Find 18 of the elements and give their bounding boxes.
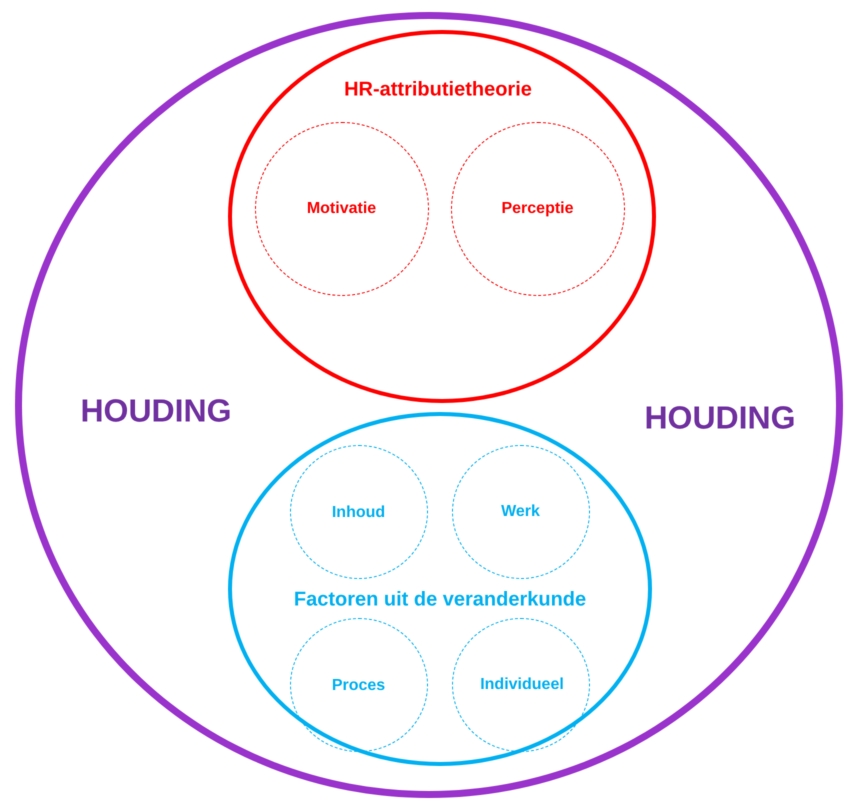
dashed-circle	[452, 618, 590, 752]
dashed-circle	[452, 445, 590, 579]
label: Inhoud	[332, 504, 386, 522]
label: HR-attributietheorie	[344, 78, 532, 102]
label: Proces	[332, 676, 386, 694]
dashed-circle	[290, 445, 428, 579]
label: HOUDING	[644, 400, 796, 436]
label: Motivatie	[306, 200, 376, 218]
label: Individueel	[480, 676, 564, 694]
dashed-circle	[451, 122, 625, 296]
label: Perceptie	[501, 200, 574, 218]
label: Factoren uit de veranderkunde	[294, 588, 586, 612]
outer-ellipse	[15, 12, 843, 798]
ellipse	[228, 30, 656, 403]
label: Werk	[501, 503, 540, 521]
label: HOUDING	[80, 392, 232, 430]
dashed-circle	[255, 122, 429, 296]
dashed-circle	[290, 618, 428, 752]
